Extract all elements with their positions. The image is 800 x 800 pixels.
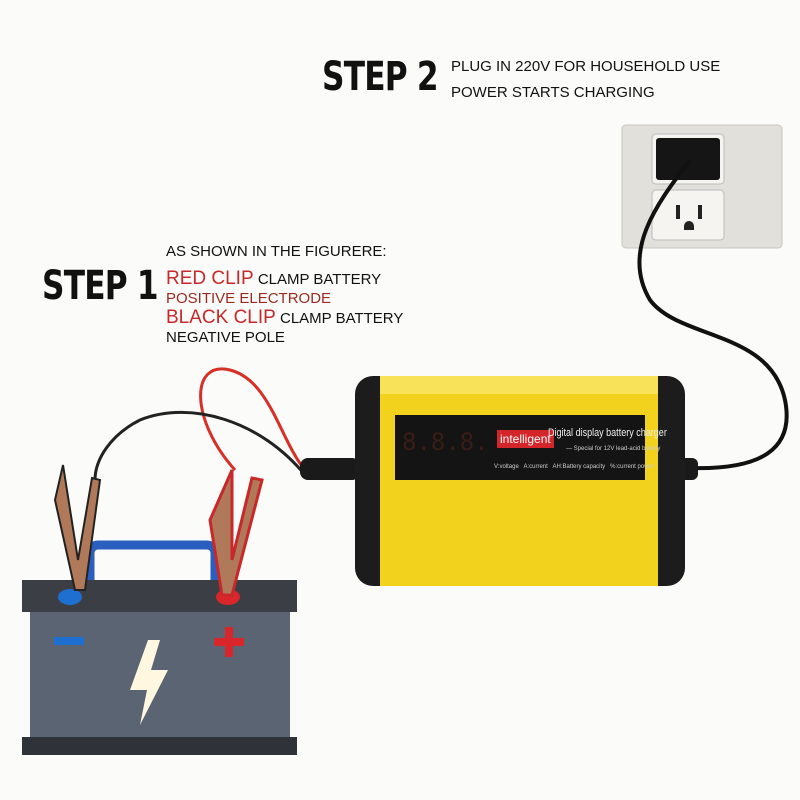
step2-line1: PLUG IN 220V FOR HOUSEHOLD USE (451, 58, 721, 75)
step1-title: STEP 1 (42, 263, 159, 309)
charger-title: Digital display battery charger (548, 427, 667, 439)
red-clip-action: CLAMP BATTERY (257, 271, 382, 288)
step2-line2: POWER STARTS CHARGING (451, 84, 655, 101)
power-cord (637, 158, 789, 471)
red-clip-target: POSITIVE ELECTRODE (166, 290, 332, 307)
charger (300, 376, 698, 586)
step1-intro: AS SHOWN IN THE FIGURERE: (166, 243, 387, 260)
red-clip-label: RED CLIP (166, 268, 254, 289)
black-clip-line: BLACK CLIP CLAMP BATTERY (166, 307, 403, 329)
black-clip-target: NEGATIVE POLE (166, 329, 285, 346)
charger-legend: V:voltage A:current AH:Battery capacity … (494, 464, 654, 470)
red-cable (199, 367, 307, 472)
black-clip-action: CLAMP BATTERY (280, 310, 404, 327)
intelligent-badge: intelligent (497, 430, 554, 448)
wall-outlet (621, 124, 783, 249)
step2-title: STEP 2 (322, 54, 439, 100)
battery (22, 540, 297, 755)
black-cable (93, 410, 307, 481)
led-display: 8.8.8. (402, 428, 489, 456)
red-clip (208, 469, 264, 597)
charger-subtitle: — Special for 12V lead-acid battery (566, 446, 661, 452)
red-clip-line: RED CLIP CLAMP BATTERY (166, 268, 381, 290)
black-clip (53, 464, 102, 591)
black-clip-label: BLACK CLIP (166, 307, 276, 328)
